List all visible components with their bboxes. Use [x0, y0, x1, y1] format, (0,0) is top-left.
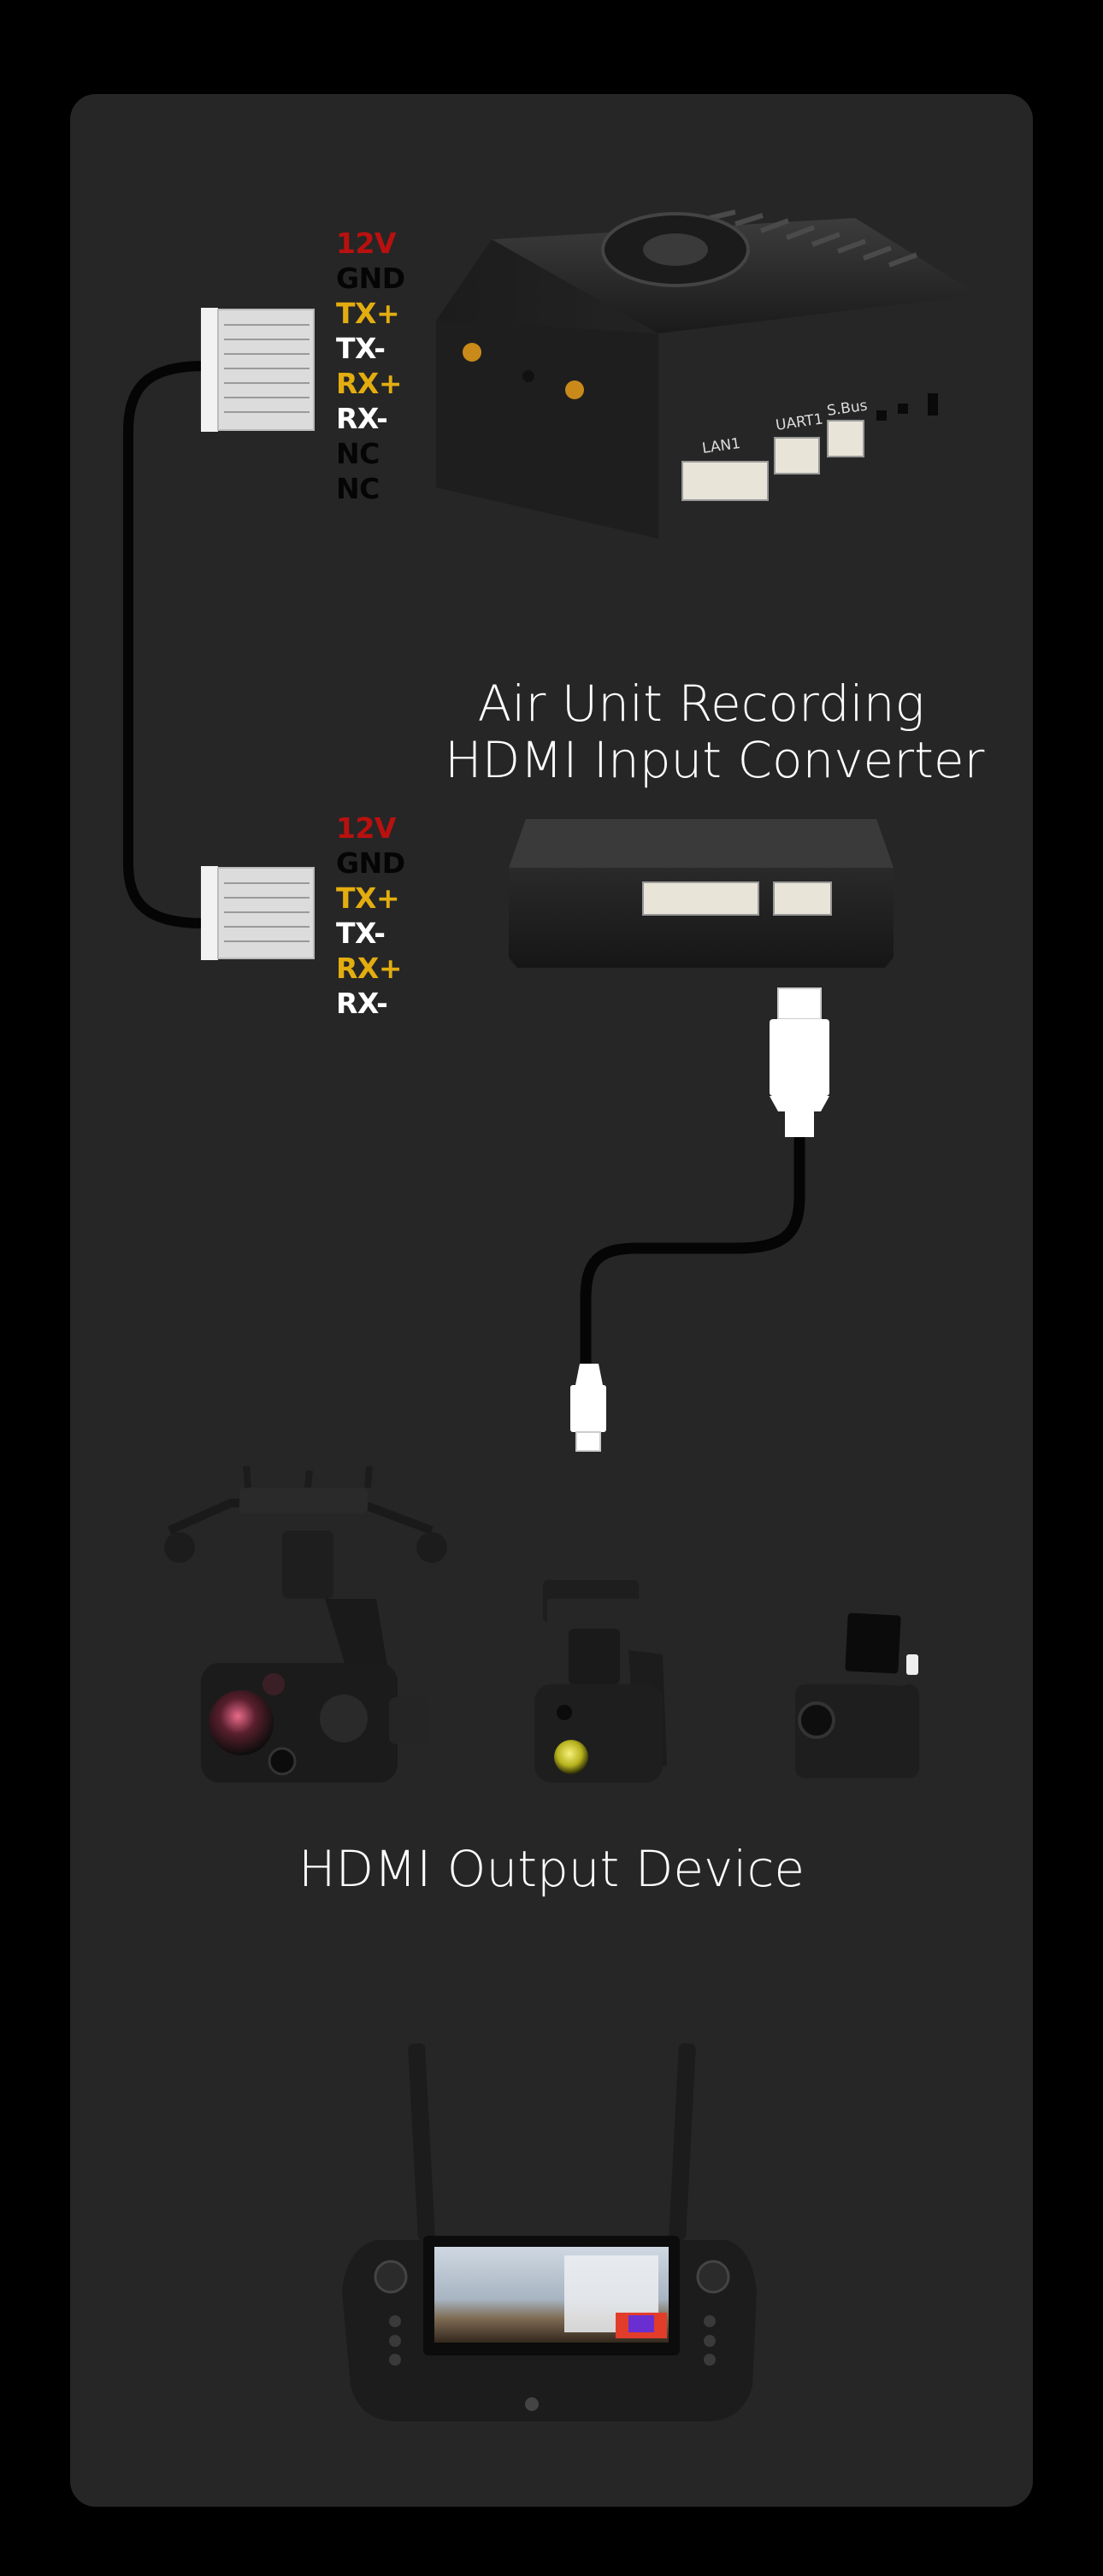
top-pin-12v: 12V	[336, 227, 396, 260]
top-pin-tx-minus: TX-	[336, 332, 386, 365]
bottom-pin-rx-plus: RX+	[336, 952, 403, 985]
air-unit-device: LAN1 UART1 S.Bus	[436, 209, 979, 539]
top-pin-rx-plus: RX+	[336, 367, 403, 400]
top-pin-rx-minus: RX-	[336, 402, 388, 435]
converter-title-line1: Air Unit Recording	[477, 675, 925, 733]
converter-device	[509, 819, 894, 968]
bottom-connector	[201, 866, 315, 960]
gimbal-camera-small	[534, 1580, 667, 1783]
output-device-title: HDMI Output Device	[298, 1840, 805, 1898]
bottom-pin-tx-plus: TX+	[336, 881, 400, 915]
action-camera	[795, 1601, 919, 1778]
top-pin-nc-1: NC	[336, 437, 380, 470]
converter-title-line2: HDMI Input Converter	[445, 731, 985, 789]
top-pin-gnd: GND	[336, 262, 405, 295]
bottom-pin-12v: 12V	[336, 811, 396, 845]
top-connector	[201, 308, 315, 432]
serial-cable	[123, 361, 210, 928]
hdmi-cable	[570, 987, 829, 1452]
top-pin-nc-2: NC	[336, 472, 380, 505]
bottom-pin-rx-minus: RX-	[336, 987, 388, 1020]
remote-controller	[342, 2043, 757, 2421]
gimbal-camera-large	[164, 1465, 447, 1783]
top-pin-tx-plus: TX+	[336, 297, 400, 330]
bottom-pin-gnd: GND	[336, 846, 405, 880]
bottom-pin-tx-minus: TX-	[336, 917, 386, 950]
